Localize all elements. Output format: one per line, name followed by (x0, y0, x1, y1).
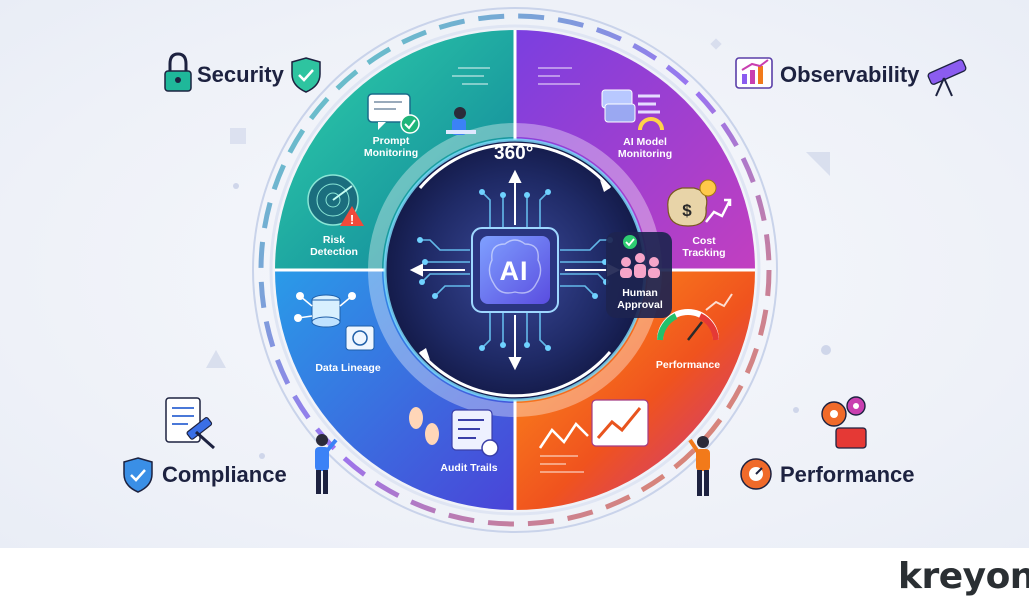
person-blue-shirt (315, 434, 338, 494)
kreyon-logo: kreyon (898, 556, 1029, 597)
decorative-shapes (206, 38, 831, 459)
svg-text:!: ! (350, 212, 354, 227)
outer-dashed-ring (258, 13, 772, 527)
shield-check-icon (123, 457, 153, 493)
inner-outline-ring (269, 24, 761, 516)
pillar-compliance: Compliance (162, 462, 287, 487)
label-audit-trails: Audit Trails (440, 462, 498, 474)
footprints-checklist-icon (409, 407, 499, 457)
team-people-icon (620, 253, 660, 278)
model-stack-gauge-icon (601, 89, 664, 131)
cycle-arrowhead-bottom (420, 348, 430, 360)
speedometer-icon (657, 293, 733, 341)
label-data-lineage: Data Lineage (315, 362, 381, 374)
check-badge-icon (623, 235, 637, 249)
label-prompt-monitoring: Prompt Monitoring (363, 135, 419, 159)
money-bag-chart-icon: $ (667, 179, 732, 227)
label-cost-tracking: Cost Tracking (682, 235, 726, 259)
ai-chip-label: AI (499, 255, 529, 286)
line-charts-icon (538, 399, 649, 449)
pillar-observability: Observability (780, 62, 920, 87)
direction-arrows (409, 169, 621, 371)
speech-bubble-check-icon (367, 93, 420, 134)
cycle-arrow-bottom (418, 351, 612, 398)
label-performance-segment: Performance (655, 359, 721, 371)
label-human-approval: Human Approval (617, 287, 663, 311)
pillar-performance: Performance (780, 462, 915, 487)
legal-document-gavel-icon (165, 397, 215, 450)
gear-engine-icon (821, 396, 867, 449)
check-mark-icon (625, 238, 635, 247)
cycle-arrow-top (418, 142, 612, 189)
outer-ring (252, 7, 778, 533)
label-risk-detection: Risk Detection (310, 234, 358, 258)
shield-check-icon (291, 57, 321, 93)
telescope-icon (927, 59, 967, 97)
infographic-stage: ! $ (0, 0, 1029, 548)
pillar-security: Security (197, 62, 284, 87)
radar-warning-icon: ! (307, 174, 364, 227)
database-network-icon (294, 292, 375, 351)
segment-code-lines (452, 67, 584, 473)
svg-text:$: $ (682, 201, 692, 220)
person-laptop-icon (446, 107, 476, 135)
chart-up-icon (735, 57, 773, 89)
gauge-gear-icon (740, 458, 772, 490)
person-orange-shirt (688, 436, 710, 496)
cycle-arrowhead-top (600, 180, 610, 192)
brain-icon (488, 239, 542, 294)
ai-governance-wheel: ! $ (123, 7, 967, 533)
circuit-traces (420, 191, 610, 349)
label-ai-model-monitoring: AI Model Monitoring (617, 136, 673, 160)
lock-icon (164, 52, 192, 92)
ai-chip (480, 236, 550, 304)
cycle-label: 360° (494, 143, 534, 164)
